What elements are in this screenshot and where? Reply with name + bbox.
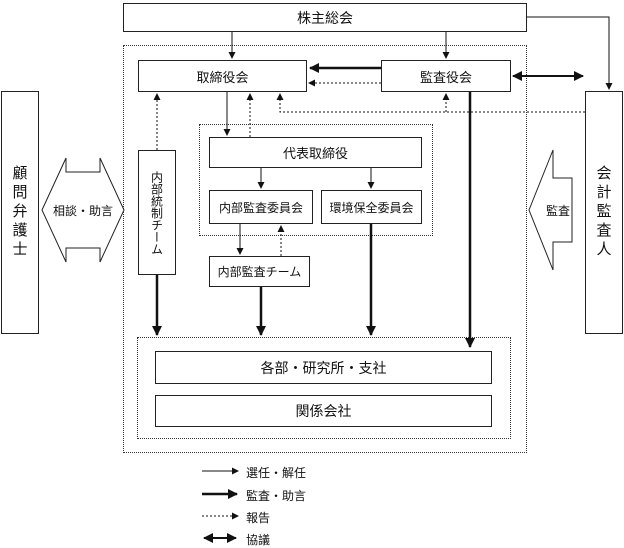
representative-director-box: 代表取締役 [209,137,422,168]
legend-consultation-label: 協議 [246,533,271,547]
board-of-directors-box: 取締役会 [138,60,307,92]
audit-board-box: 監査役会 [381,60,511,92]
consult-label: 相談・助言 [52,204,113,218]
internal-audit-committee-box: 内部監査委員会 [209,190,313,224]
legend-audit-advice-label: 監査・助言 [246,489,307,503]
advisor-lawyer-box: 顧問弁護士 [1,91,39,334]
legend-report-label: 報告 [246,511,271,525]
shareholders-meeting-box: 株主総会 [123,3,527,32]
legend-appoint-label: 選任・解任 [246,466,307,480]
internal-audit-team-box: 内部監査チーム [209,256,310,287]
internal-control-team-box: 内部統制チーム [138,150,176,275]
company-frame [123,45,527,453]
affiliates-box: 関係会社 [155,395,492,427]
operations-frame [137,337,511,439]
accounting-auditor-box: 会計監査人 [585,91,623,334]
audit-label: 監査 [545,204,570,218]
departments-box: 各部・研究所・支社 [155,351,492,384]
appoint-arrow-accounting-auditor [527,16,613,90]
report-accounting-to-board [276,93,585,113]
environment-committee-box: 環境保全委員会 [321,190,422,224]
executive-frame [199,124,433,236]
audit-block-arrow [528,149,573,271]
consult-block-arrow [41,157,125,263]
